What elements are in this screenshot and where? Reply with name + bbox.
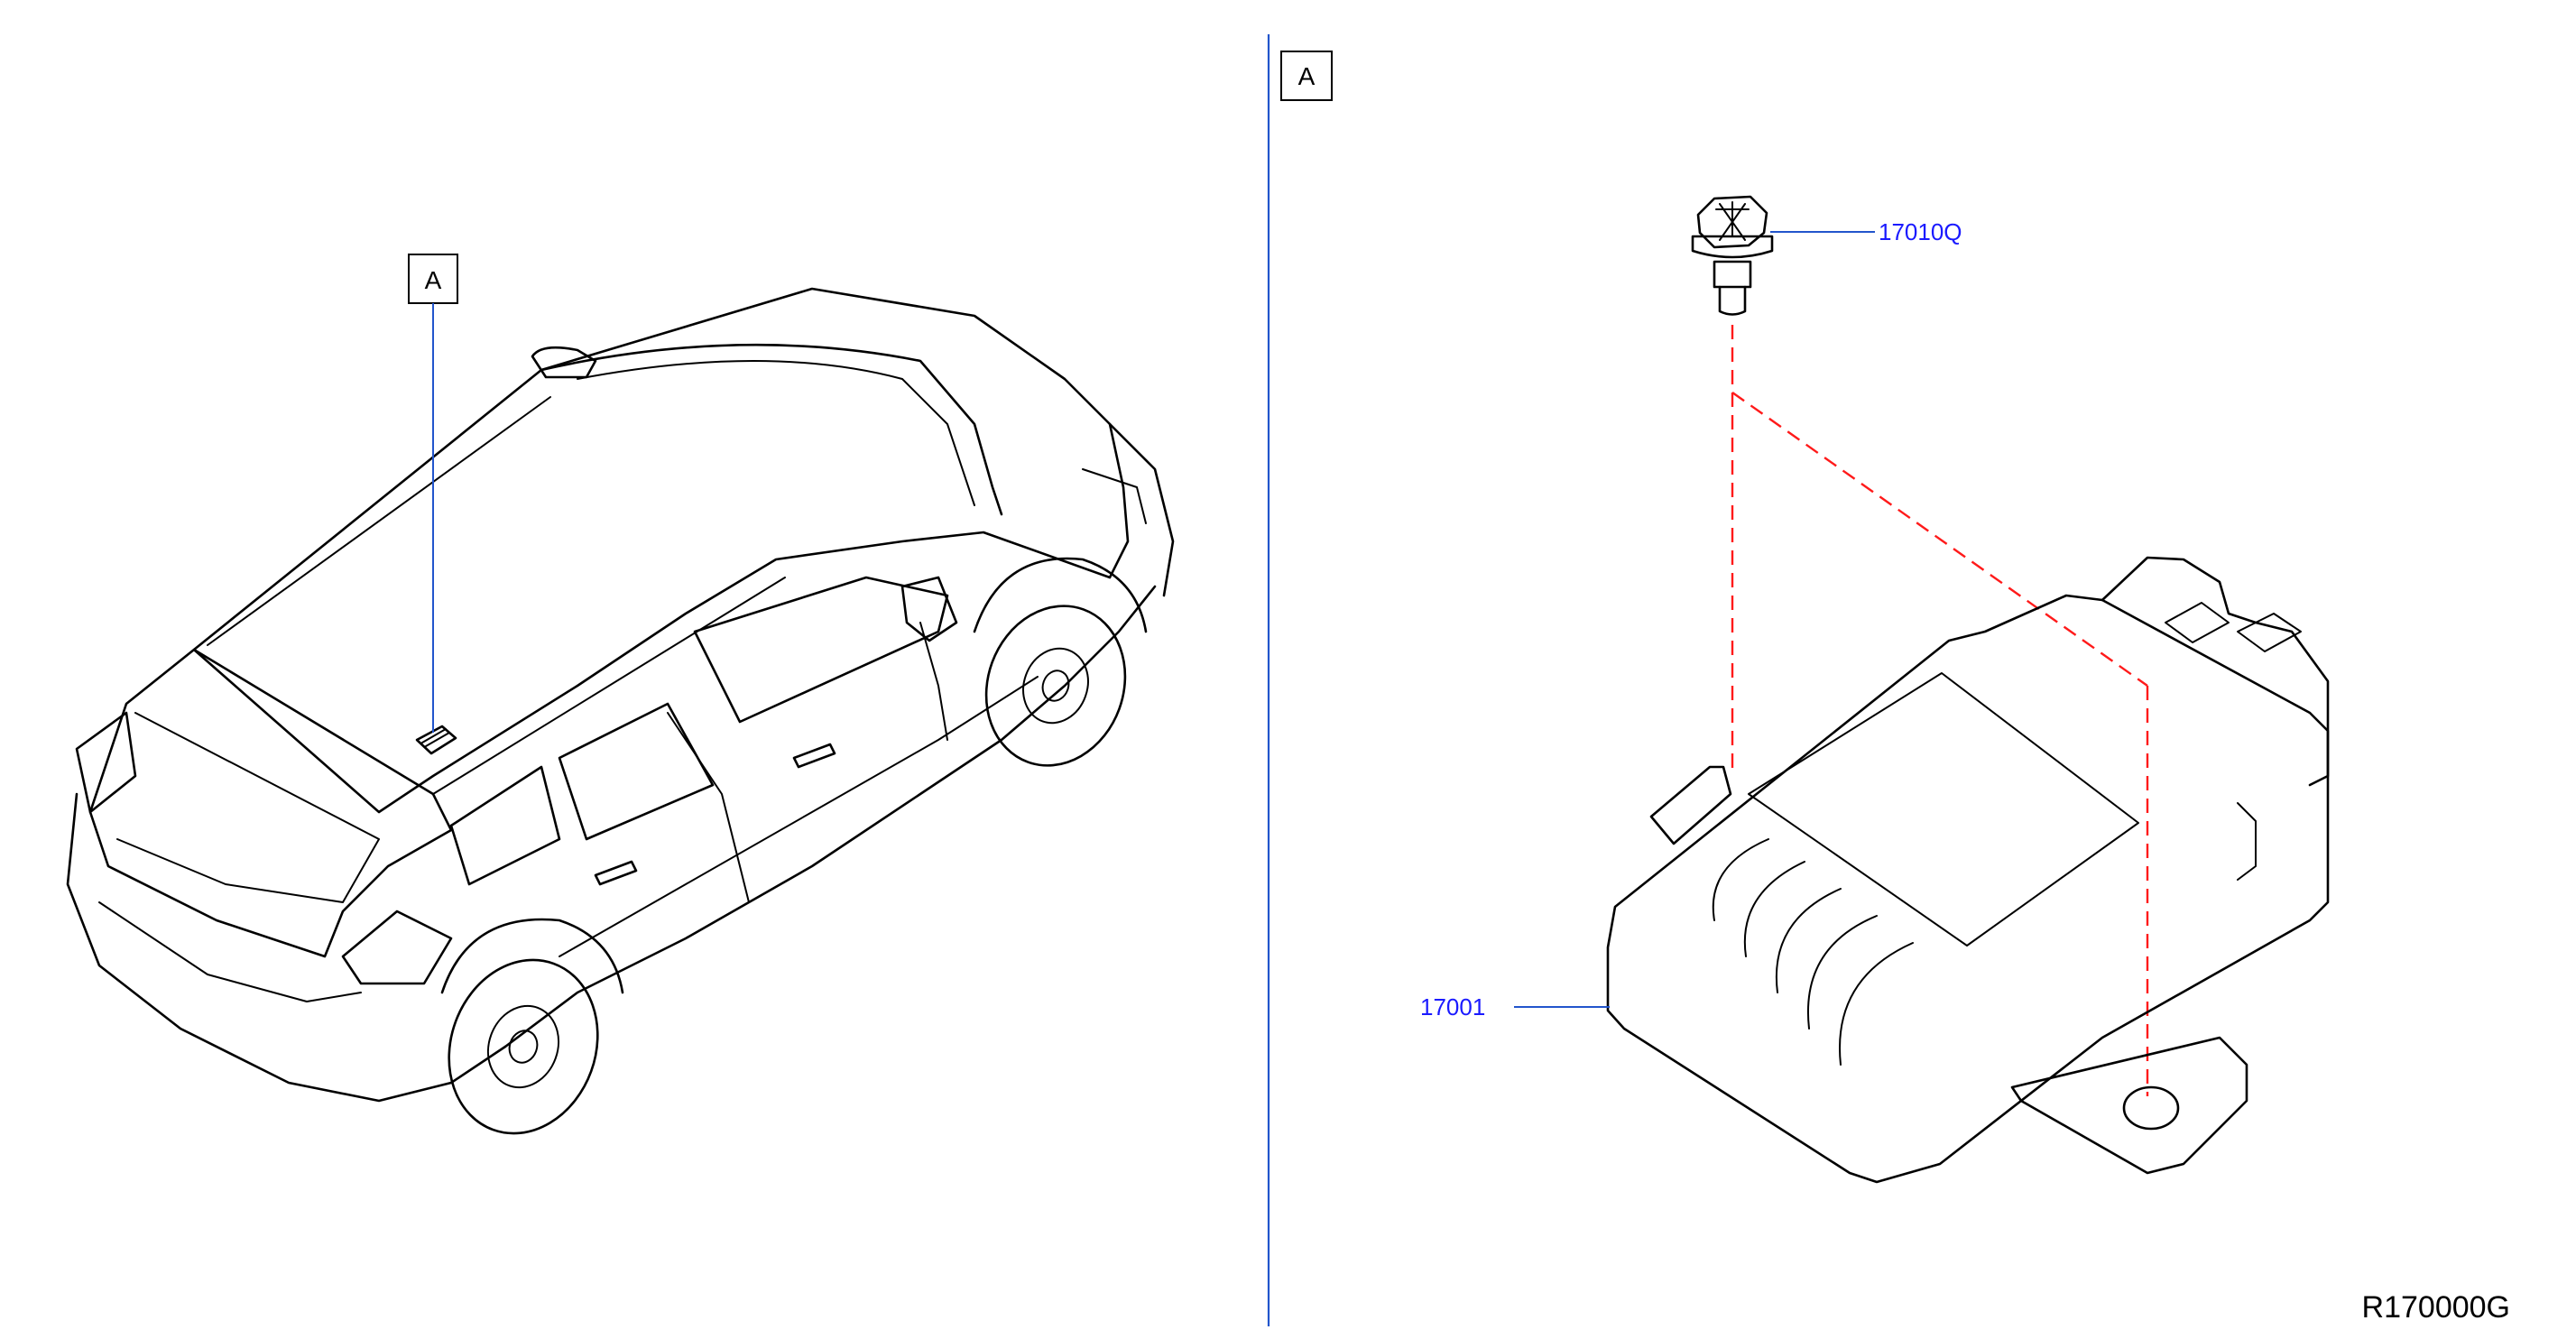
view-ref-label-overview: A (425, 266, 442, 294)
view-ref-box-detail: A (1280, 51, 1333, 101)
view-ref-label-detail: A (1298, 62, 1316, 90)
bolt-17010Q (1691, 195, 1774, 316)
front-wheel (973, 557, 1148, 767)
view-ref-box-overview: A (408, 254, 458, 733)
drawing-code: R170000G (2362, 1290, 2510, 1325)
vehicle-illustration (66, 287, 1175, 1135)
rear-wheel (440, 918, 624, 1135)
callout-module: 17001 (1420, 993, 1485, 1020)
assembly-guides (1731, 325, 2149, 1096)
callout-bolt: 17010Q (1879, 218, 1962, 245)
module-17001 (1606, 556, 2330, 1184)
module-location-marker (415, 725, 457, 755)
